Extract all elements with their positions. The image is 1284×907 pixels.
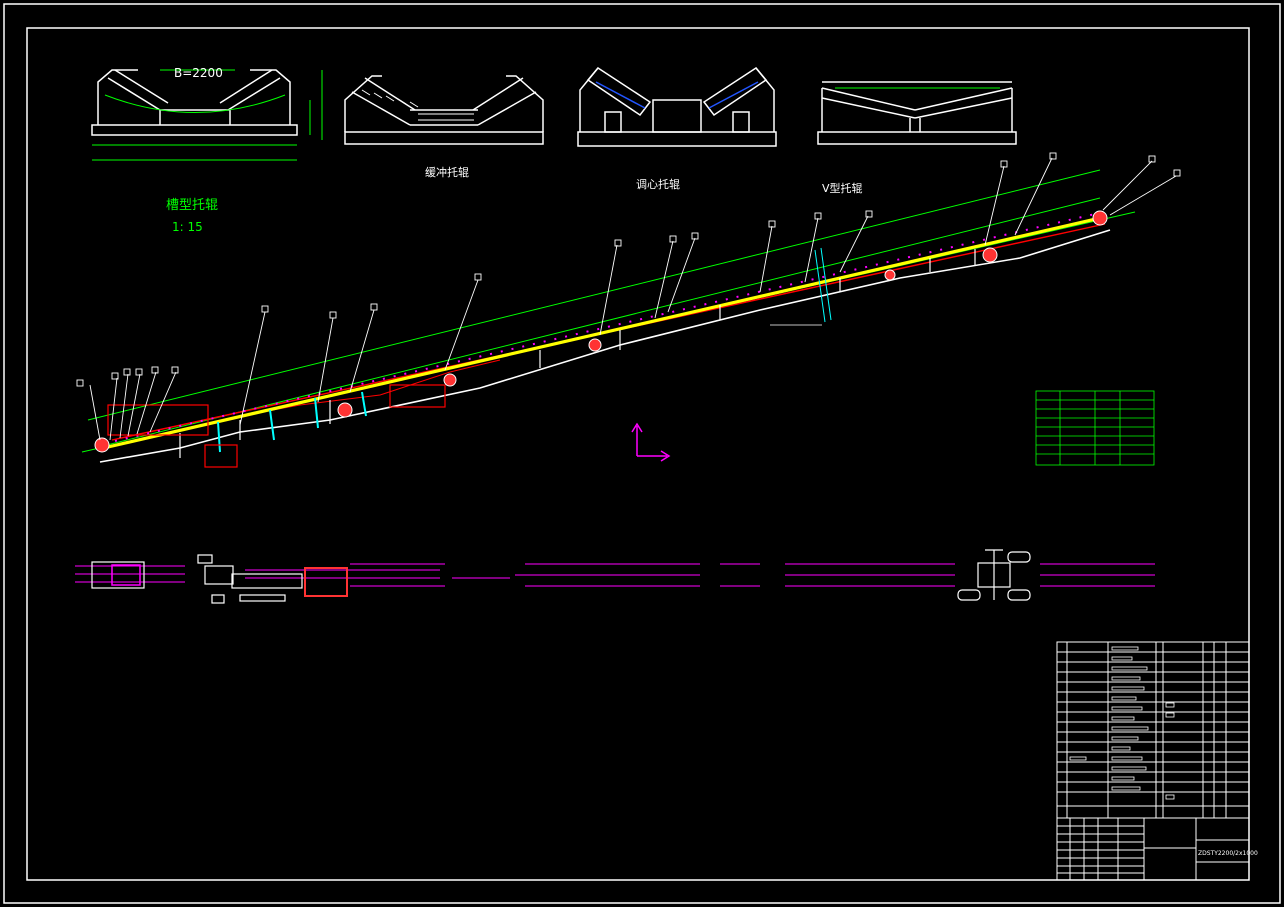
- inner-border: [26, 27, 1250, 881]
- trough-dimension-label: B=2200: [174, 66, 223, 80]
- trough-idler-caption: 槽型托辊: [166, 198, 218, 213]
- parts-mini-table: [1035, 390, 1155, 466]
- aligning-idler-caption: 调心托辊: [636, 177, 680, 191]
- ucs-axis-icon: [631, 422, 671, 462]
- trough-idler-scale: 1: 15: [172, 220, 203, 234]
- v-idler-view: [817, 81, 1017, 145]
- conveyor-elevation: [76, 152, 1181, 468]
- outer-border: [3, 3, 1281, 904]
- buffer-idler-view: [344, 75, 544, 145]
- drawing-number-label: ZDSTY2200/2x1000: [1198, 850, 1258, 857]
- v-idler-caption: V型托辊: [822, 181, 863, 195]
- aligning-idler-view: [577, 67, 777, 147]
- trough-idler-view: [91, 69, 323, 161]
- parts-list-table: [1056, 641, 1250, 819]
- buffer-idler-caption: 缓冲托辊: [425, 165, 469, 179]
- title-block: [1056, 817, 1250, 881]
- conveyor-plan-view: [75, 549, 1155, 604]
